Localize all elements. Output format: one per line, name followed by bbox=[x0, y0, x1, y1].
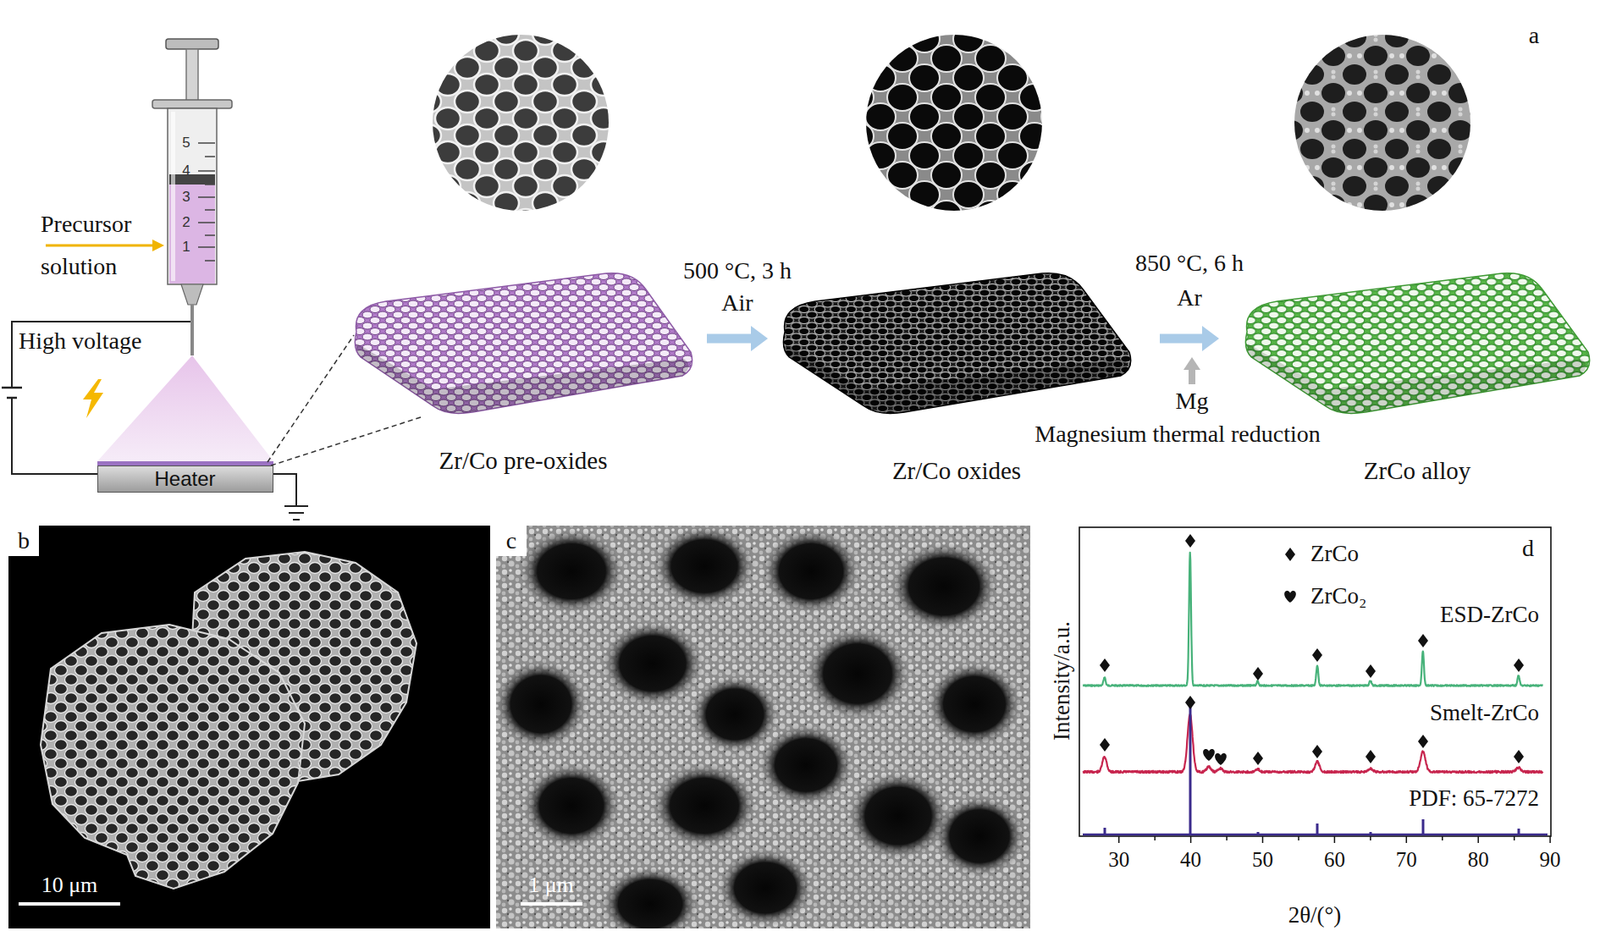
ground-symbol bbox=[284, 506, 309, 520]
power-source bbox=[1, 387, 23, 398]
tick-label: 50 bbox=[1252, 848, 1274, 873]
heater-box: Heater bbox=[97, 465, 274, 493]
axis-title: Intensity/a.u. bbox=[1048, 622, 1075, 742]
foam-slab bbox=[783, 273, 1131, 414]
sem-inset bbox=[1294, 34, 1471, 211]
graduation-number: 3 bbox=[182, 188, 190, 206]
tick-label: 70 bbox=[1395, 848, 1418, 873]
graduation-number: 4 bbox=[182, 162, 190, 180]
foam-slab bbox=[1245, 273, 1589, 414]
graduation-number: 5 bbox=[182, 134, 190, 152]
annotation: Precursor solution bbox=[40, 203, 168, 288]
mg-arrow bbox=[1183, 357, 1201, 385]
panel-letter: d bbox=[1522, 535, 1534, 563]
syringe bbox=[152, 38, 232, 356]
condition-label: Air bbox=[721, 289, 753, 317]
material-stage: ZrCo alloy bbox=[1219, 269, 1597, 492]
panel-letter: a bbox=[1528, 22, 1540, 50]
panel-letter-box bbox=[8, 525, 39, 557]
scale-label: 10 μm bbox=[41, 872, 99, 899]
foam-slab bbox=[354, 273, 692, 414]
plot-frame bbox=[1079, 527, 1551, 837]
heater-label: Heater bbox=[154, 467, 216, 492]
circuit-wire bbox=[11, 321, 297, 507]
graduation-number: 1 bbox=[182, 238, 190, 256]
graduation-lines bbox=[198, 143, 216, 261]
plunger-cap bbox=[165, 38, 219, 50]
process-arrow bbox=[1159, 325, 1220, 352]
series-label: PDF: 65-7272 bbox=[1408, 785, 1540, 812]
stage-label: Zr/Co oxides bbox=[892, 457, 1021, 486]
reagent-label: Mg bbox=[1175, 387, 1209, 415]
plunger-seal bbox=[169, 174, 216, 185]
axis-ticks bbox=[1119, 836, 1551, 844]
sem-panel bbox=[496, 525, 1031, 929]
sem-panel bbox=[8, 525, 491, 929]
legend-diamond bbox=[1285, 547, 1296, 562]
condition-label: 850 °C, 6 h bbox=[1135, 249, 1244, 277]
syringe-flange bbox=[152, 99, 232, 109]
lightning-bolt bbox=[82, 379, 104, 419]
legend-label: ZrCo₂ bbox=[1310, 583, 1367, 610]
tick-label: 60 bbox=[1324, 848, 1346, 873]
phase-markers bbox=[1099, 534, 1524, 766]
panel-letter: c bbox=[506, 527, 517, 555]
arrow-shaft bbox=[45, 244, 155, 248]
tick-label: 80 bbox=[1467, 848, 1490, 873]
process-arrow bbox=[706, 325, 768, 352]
tick-label: 90 bbox=[1539, 848, 1562, 873]
legend-markers bbox=[1284, 547, 1297, 603]
material-stage: Zr/Co oxides bbox=[767, 269, 1160, 492]
process-label: Magnesium thermal reduction bbox=[1034, 420, 1320, 448]
spray-cone bbox=[97, 355, 274, 462]
scale-bar bbox=[520, 902, 583, 906]
needle bbox=[190, 304, 194, 356]
scale-bar bbox=[18, 902, 121, 906]
glass-highlight bbox=[171, 111, 176, 282]
xrd-curve bbox=[1082, 552, 1543, 687]
tick-label: 30 bbox=[1108, 848, 1130, 873]
material-stage: Zr/Co pre-oxides bbox=[352, 269, 707, 481]
legend-heart bbox=[1284, 590, 1297, 603]
scale-label: 1 μm bbox=[528, 872, 574, 899]
stage-label: Zr/Co pre-oxides bbox=[439, 446, 608, 475]
precursor-liquid bbox=[169, 184, 216, 284]
tick-label: 40 bbox=[1180, 848, 1202, 873]
precursor-arrow bbox=[45, 239, 165, 252]
arrow-head bbox=[152, 239, 165, 252]
axis-title: 2θ/(°) bbox=[1288, 902, 1342, 929]
panel-letter-box bbox=[496, 525, 527, 557]
xrd-curves bbox=[1082, 552, 1543, 773]
stage-label: ZrCo alloy bbox=[1363, 457, 1471, 486]
condition-label: 500 °C, 3 h bbox=[683, 257, 792, 285]
panel-letter: b bbox=[17, 527, 30, 555]
sem-inset bbox=[432, 34, 609, 211]
sem-inset bbox=[866, 34, 1043, 211]
syringe-tip bbox=[181, 284, 204, 305]
porous-particle bbox=[40, 624, 305, 889]
annotation: High voltage bbox=[18, 327, 142, 355]
graduation-number: 2 bbox=[182, 214, 190, 232]
series-label: Smelt-ZrCo bbox=[1429, 700, 1540, 727]
condition-label: Ar bbox=[1176, 284, 1203, 312]
syringe-barrel bbox=[167, 108, 217, 285]
series-label: ESD-ZrCo bbox=[1440, 601, 1540, 629]
legend-label: ZrCo bbox=[1310, 540, 1359, 568]
